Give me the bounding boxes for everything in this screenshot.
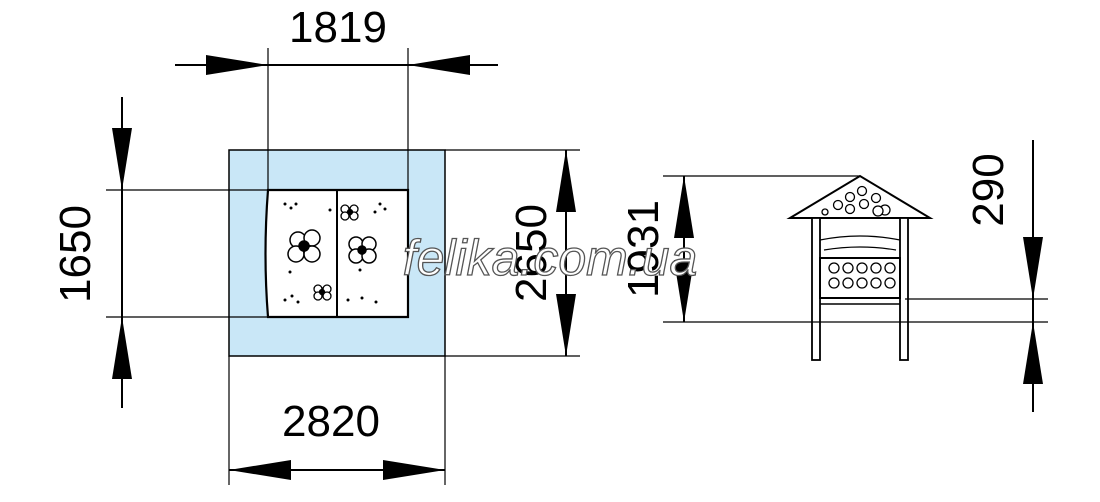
sandbox-decor-icon <box>828 262 896 289</box>
arrow-icon <box>556 294 576 356</box>
dim-label-bottom: 2820 <box>282 397 380 446</box>
arrow-icon <box>112 317 132 379</box>
arrow-icon <box>1023 322 1043 384</box>
arrow-icon <box>112 128 132 190</box>
dim-label-side: 1931 <box>619 200 668 298</box>
dimension-base-height: 290 <box>905 140 1048 412</box>
arrow-icon <box>229 460 291 480</box>
dimension-top-width: 1819 <box>175 3 498 190</box>
top-view <box>228 149 446 357</box>
left-post <box>811 217 821 361</box>
flower-large-icon <box>287 229 321 263</box>
dimension-right-height: 2650 <box>445 149 580 357</box>
dimension-bottom-width: 2820 <box>228 356 446 485</box>
side-view <box>786 174 934 361</box>
arrow-icon <box>383 460 445 480</box>
dimension-side-height: 1931 <box>619 175 1048 323</box>
flower-medium-icon <box>348 236 377 264</box>
decor-dots-icon <box>283 202 387 304</box>
arrow-icon <box>556 150 576 212</box>
watermark: felika.com.ua <box>403 230 698 286</box>
arrow-icon <box>674 260 694 322</box>
dim-label-base: 290 <box>964 153 1013 226</box>
flower-small-icon <box>313 284 332 301</box>
right-post <box>899 217 909 361</box>
roof-decor-icon <box>821 185 891 217</box>
roof <box>786 174 934 219</box>
dim-label-right: 2650 <box>507 204 556 302</box>
dim-label-top: 1819 <box>289 3 387 52</box>
arrow-icon <box>1023 237 1043 299</box>
arrow-icon <box>206 55 268 75</box>
arrow-icon <box>674 176 694 238</box>
arrow-icon <box>408 55 470 75</box>
flower-small-icon <box>340 204 359 221</box>
dim-label-left: 1650 <box>51 205 100 303</box>
dimension-left-height: 1650 <box>51 97 268 408</box>
